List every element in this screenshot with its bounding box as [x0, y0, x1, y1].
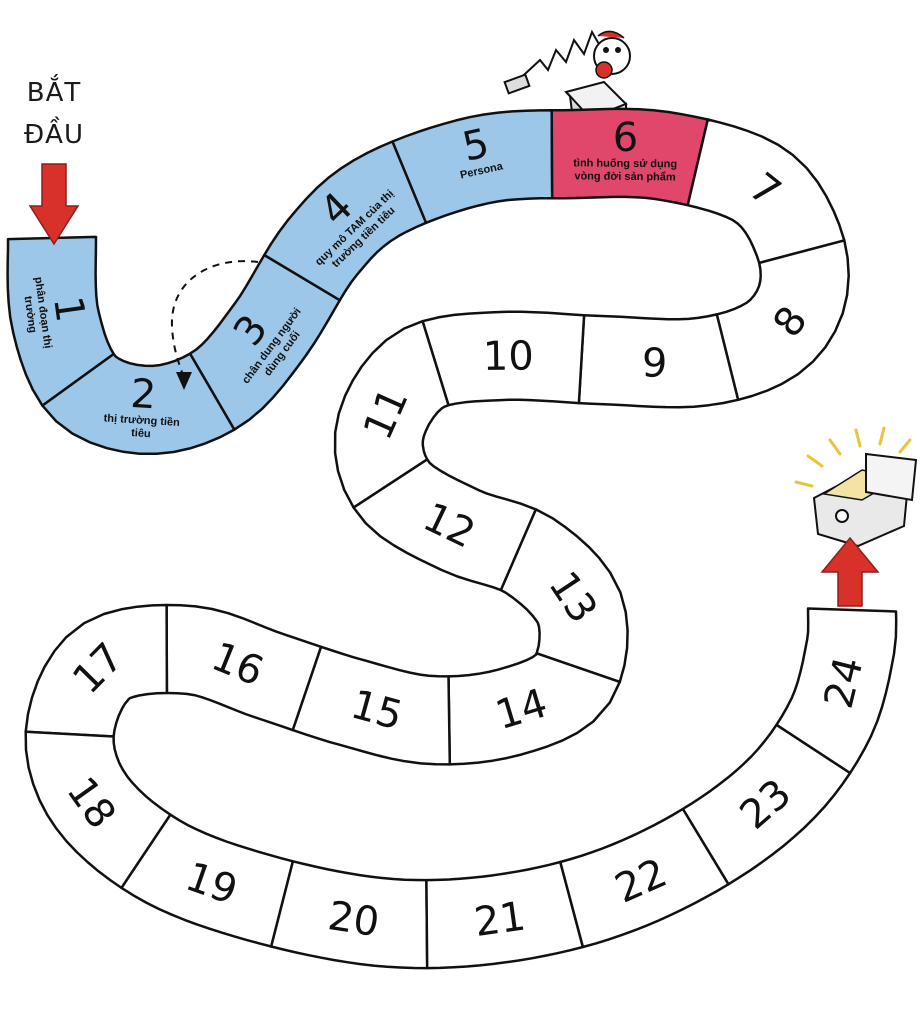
square-caption: tình huống sử dụngvòng đời sản phẩm	[573, 157, 677, 183]
square-9-label: 9	[641, 340, 668, 387]
start-label-line1: BẮT	[6, 78, 102, 108]
up-arrow-icon	[822, 538, 878, 606]
square-number: 21	[472, 894, 529, 947]
square-20-label: 20	[325, 893, 382, 946]
square-number: 2	[129, 371, 157, 418]
square-number: 6	[612, 115, 638, 161]
start-label-line2: ĐẦU	[6, 120, 102, 150]
square-21-label: 21	[472, 894, 529, 947]
square-number: 10	[483, 333, 535, 380]
square-10-label: 10	[483, 333, 535, 380]
square-number: 9	[641, 340, 668, 387]
square-number: 20	[325, 893, 382, 946]
down-arrow-icon	[30, 164, 78, 244]
treasure-chest-icon	[796, 428, 916, 546]
